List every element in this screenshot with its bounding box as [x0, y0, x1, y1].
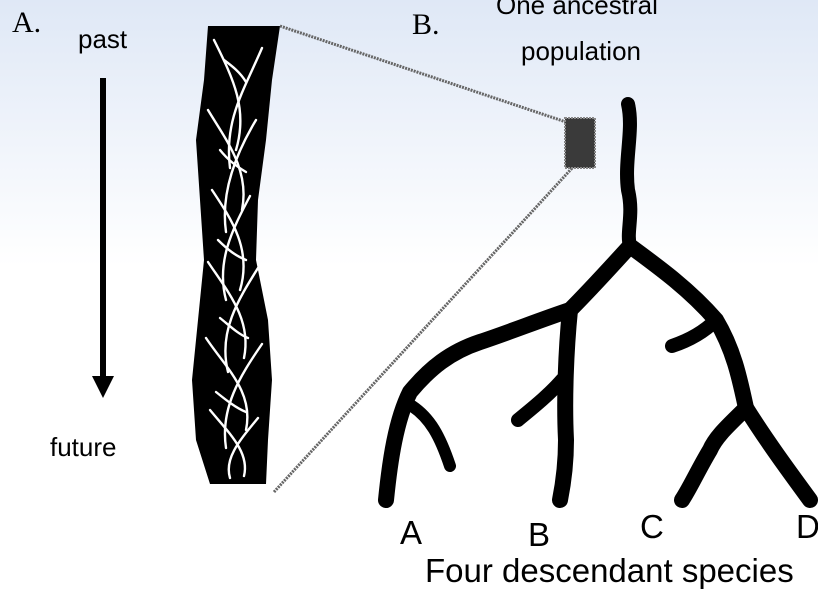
braided-lineage — [192, 26, 280, 484]
ancestral-population-box — [565, 118, 595, 168]
time-arrow — [92, 78, 114, 398]
